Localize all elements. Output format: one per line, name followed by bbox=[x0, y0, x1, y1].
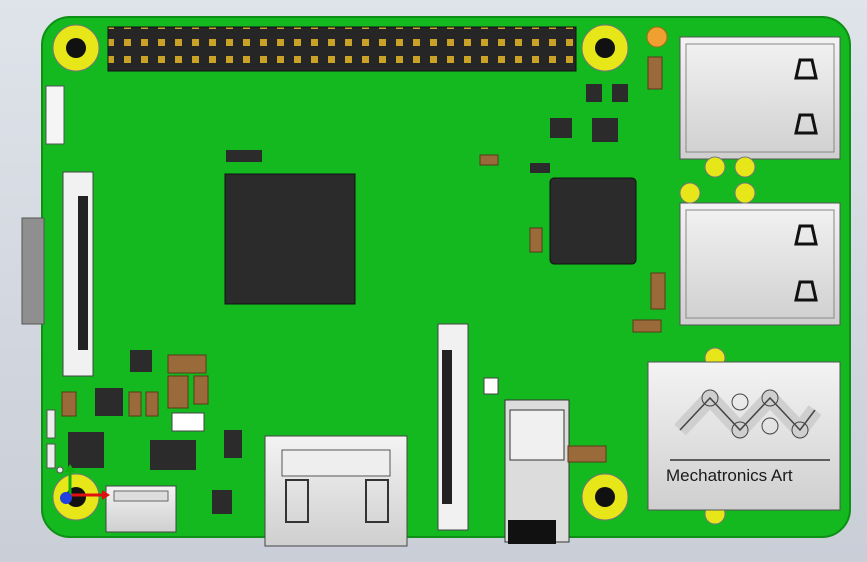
mechatronics-logo bbox=[670, 389, 830, 461]
component-group bbox=[46, 409, 64, 474]
main-processor-chip bbox=[224, 173, 356, 305]
mounting-hole bbox=[52, 24, 100, 72]
status-led bbox=[646, 26, 668, 48]
brand-logo-text: Mechatronics Art bbox=[666, 466, 793, 485]
display-connector bbox=[62, 171, 94, 377]
xyz-axis-indicator bbox=[60, 464, 110, 504]
resistor bbox=[647, 56, 663, 90]
antenna bbox=[45, 85, 65, 145]
audio-jack bbox=[504, 399, 570, 544]
mounting-hole bbox=[581, 24, 629, 72]
micro-usb-port bbox=[105, 485, 177, 533]
lan-controller-chip bbox=[549, 177, 637, 265]
hdmi-port bbox=[264, 435, 408, 547]
usb-port-top bbox=[679, 36, 841, 160]
component-group bbox=[171, 377, 499, 432]
mounting-hole bbox=[52, 473, 100, 521]
component-group bbox=[61, 154, 666, 463]
mounting-hole bbox=[581, 473, 629, 521]
component-group bbox=[68, 84, 628, 514]
camera-connector bbox=[437, 323, 469, 531]
usb-port-bottom bbox=[679, 202, 841, 326]
gpio-header bbox=[107, 26, 577, 72]
